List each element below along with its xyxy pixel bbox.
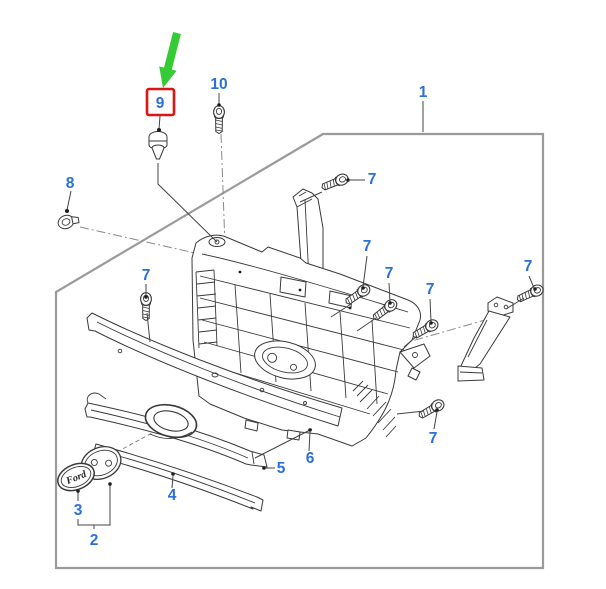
green-arrow [159,32,181,88]
callout-5: 5 [277,460,286,477]
callout-2: 2 [90,532,99,549]
centerline-screw10 [220,133,226,247]
callout-7-mid2: 7 [385,265,394,282]
callout-7-bottom: 7 [429,430,438,447]
leader-7-top [299,179,365,203]
callout-7-left: 7 [142,267,151,284]
callout-7-mid1: 7 [363,238,372,255]
leader-7-left [145,284,151,343]
callout-9: 9 [156,95,165,112]
screw-7-right [514,282,546,306]
callout-7-mid3: 7 [426,281,435,298]
hatch-band [352,380,397,438]
leader-trim-to-shell [254,428,313,459]
leader-7-bottom [396,410,438,430]
ford-badge: Ford [57,462,95,492]
leader-4 [171,475,174,489]
callout-10: 10 [210,76,227,93]
leader-7-mid3 [403,298,432,348]
leader-6 [308,431,311,452]
callout-8: 8 [66,175,75,192]
leader-7-right [505,275,535,310]
leader-7-mid1 [330,255,368,318]
screw-7-bottom [415,397,447,422]
nut-fastener-8 [57,214,80,230]
emblem-ring [144,403,198,439]
lower-grille-trim [84,392,268,468]
vertical-bracket [292,188,324,290]
leader-7-mid2 [356,282,391,332]
upper-reinforcement-bar [86,312,343,427]
screw-10 [213,105,225,135]
diagram-border [54,132,545,570]
leader-9-pin [157,163,218,243]
highlight-box [145,87,176,117]
leader-8 [66,190,72,211]
emblem-mount [254,340,316,380]
callout-3: 3 [74,502,83,519]
callout-7-top: 7 [368,171,377,188]
side-louvers [195,269,218,349]
centerline-bracket [397,317,493,346]
callout-labels: 1 9 10 8 7 7 7 7 7 7 7 5 6 4 3 2 [66,76,533,549]
callout-4: 4 [168,487,177,504]
screw-7-top [319,171,351,194]
leader-lines [65,93,537,529]
leader-9 [158,115,161,130]
callout-6: 6 [306,450,315,467]
pin-fastener-9 [148,131,168,160]
badge-align-line [116,432,153,453]
bracket-2-3 [77,485,111,529]
callout-7-right: 7 [524,258,533,275]
side-bracket [457,296,514,382]
callout-1: 1 [419,84,428,101]
